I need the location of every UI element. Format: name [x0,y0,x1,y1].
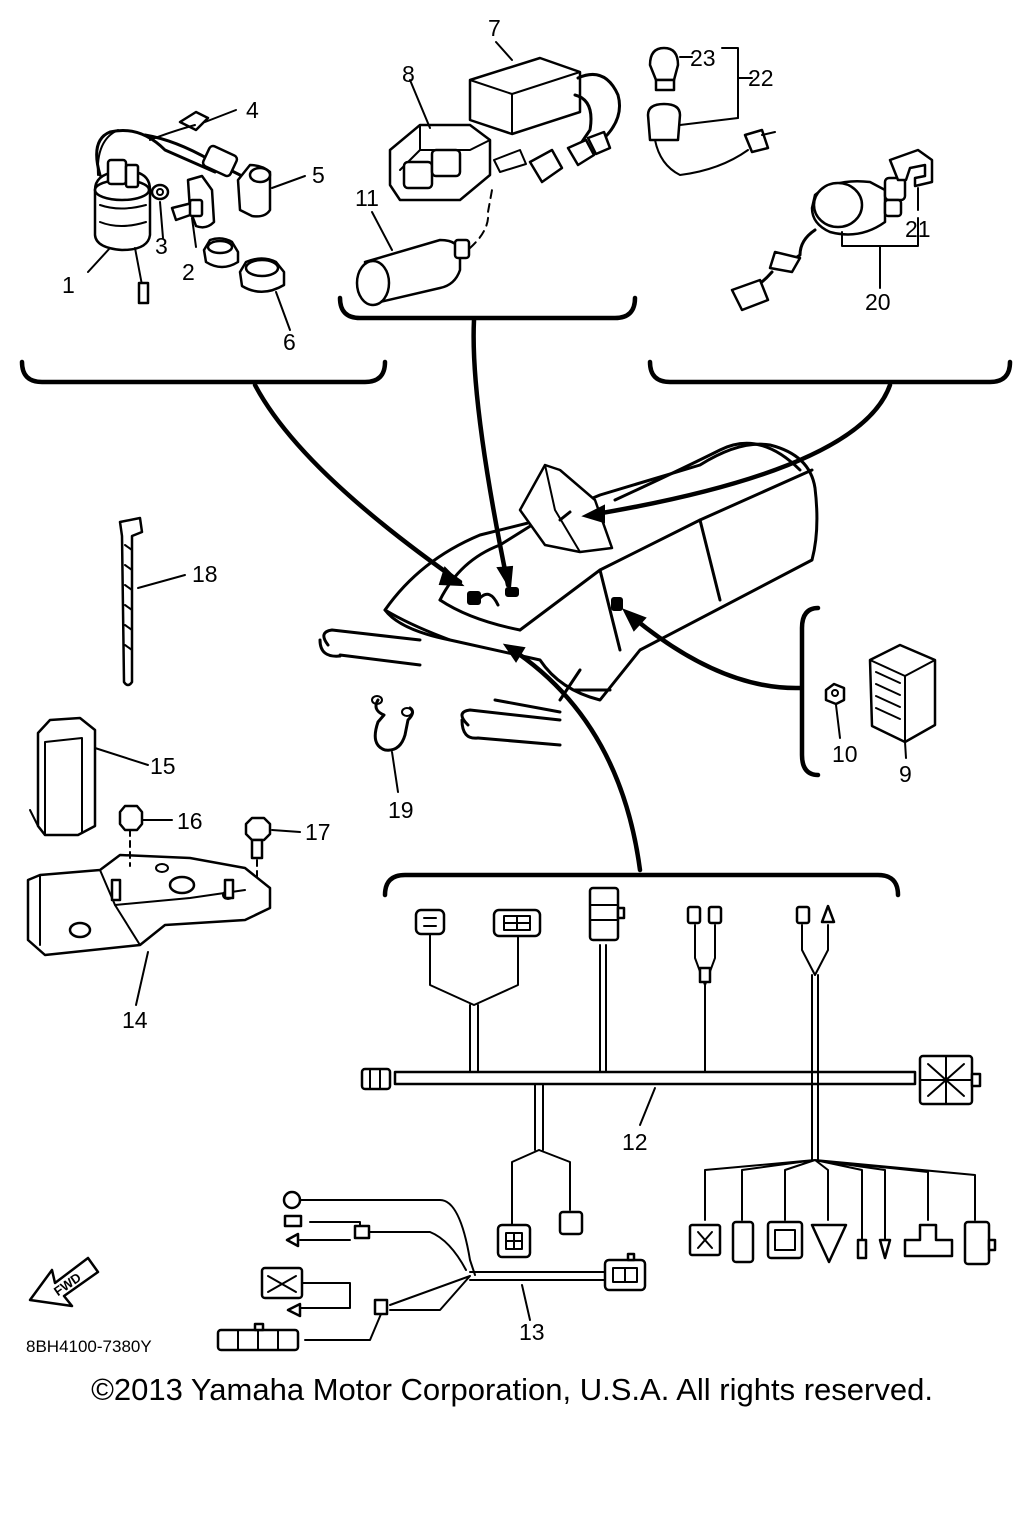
part-number-13: 13 [519,1319,545,1345]
wire-harness-group: 12 [360,872,997,1266]
fwd-arrow-icon: FWD [28,1256,100,1308]
part-number-20: 20 [865,289,891,315]
regulator-group: 10 9 [799,605,937,787]
part-number-8: 8 [402,61,415,87]
part-number-17: 17 [305,819,331,845]
part-number-22: 22 [748,65,774,91]
part-number-14: 14 [122,1007,148,1033]
part-number-4: 4 [246,97,259,123]
part-number-7: 7 [488,15,501,41]
part-number-18: 18 [192,561,218,587]
copyright-notice: ©2013 Yamaha Motor Corporation, U.S.A. A… [91,1372,933,1407]
callout-arrows [252,317,893,873]
part-number-6: 6 [283,329,296,355]
sub-harness-group: 13 [216,1190,647,1352]
bracket-group: 18 19 15 16 17 14 [26,516,415,1033]
part-number-15: 15 [150,753,176,779]
part-number-5: 5 [312,162,325,188]
diagram-code: 8BH4100-7380Y [26,1337,152,1356]
part-number-10: 10 [832,741,858,767]
part-number-9: 9 [899,761,912,787]
part-number-1: 1 [62,272,75,298]
cdi-unit-group: 7 8 11 [337,15,638,321]
snowmobile-illustration [318,441,819,747]
part-number-19: 19 [388,797,414,823]
part-number-21: 21 [905,216,931,242]
part-number-12: 12 [622,1129,648,1155]
part-number-2: 2 [182,259,195,285]
part-number-11: 11 [355,185,379,211]
ignition-coil-group: 1 2 3 4 5 6 [19,97,388,385]
part-number-23: 23 [690,45,716,71]
part-number-3: 3 [155,233,168,259]
part-number-16: 16 [177,808,203,834]
main-switch-group: 23 22 21 20 [646,45,1013,385]
